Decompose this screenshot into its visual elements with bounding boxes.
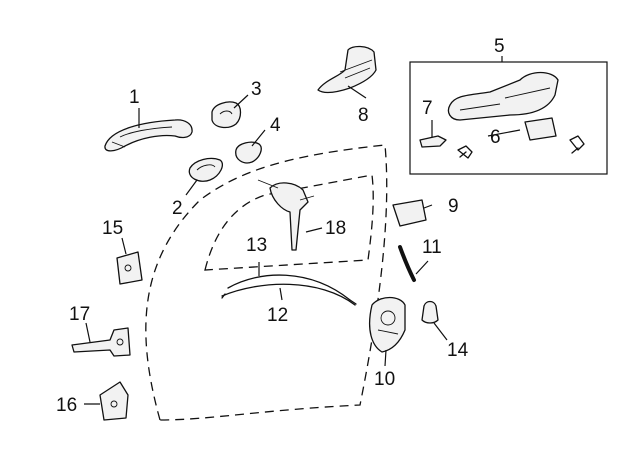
leader-lines xyxy=(84,56,521,405)
bracket-part xyxy=(116,251,143,285)
pad-part xyxy=(235,141,262,164)
cover-part xyxy=(392,199,427,227)
rod-part xyxy=(398,245,416,282)
bezel-part xyxy=(188,157,224,182)
callout-1: 1 xyxy=(129,87,140,108)
callout-16: 16 xyxy=(56,395,77,416)
escutcheon-part xyxy=(211,101,242,129)
callout-labels: 1 2 3 4 5 6 7 8 9 10 11 12 13 14 15 16 1… xyxy=(56,36,505,416)
striker-part xyxy=(421,300,439,324)
cables-part xyxy=(221,274,357,306)
hinge-part xyxy=(99,381,129,421)
callout-7: 7 xyxy=(422,98,433,119)
callout-12: 12 xyxy=(267,305,288,326)
callout-9: 9 xyxy=(448,196,459,217)
callout-8: 8 xyxy=(358,105,369,126)
callout-14: 14 xyxy=(447,340,469,361)
callout-3: 3 xyxy=(251,79,262,100)
link-part xyxy=(257,179,315,251)
assembly-box xyxy=(409,61,608,175)
callout-11: 11 xyxy=(422,237,442,258)
callout-4: 4 xyxy=(270,115,281,136)
callout-10: 10 xyxy=(374,369,395,390)
callout-13: 13 xyxy=(246,235,267,256)
check-arm-part xyxy=(71,327,131,357)
callout-2: 2 xyxy=(172,198,183,219)
door-outline xyxy=(145,144,388,421)
callout-6: 6 xyxy=(490,127,501,148)
inside-handle-part xyxy=(317,45,377,94)
door-lock-part xyxy=(368,296,406,353)
callout-5: 5 xyxy=(494,36,505,57)
outside-handle-part xyxy=(104,119,193,152)
callout-18: 18 xyxy=(325,218,346,239)
callout-17: 17 xyxy=(69,304,90,325)
callout-15: 15 xyxy=(102,218,123,239)
